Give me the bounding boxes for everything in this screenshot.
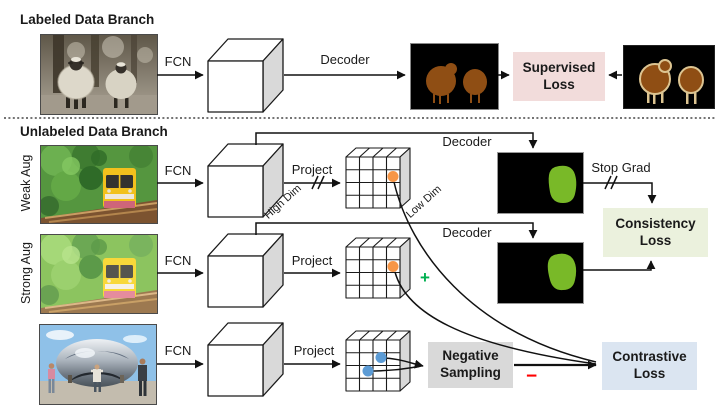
strong-aug-photo-illustration xyxy=(41,235,157,313)
strong-aug-photo xyxy=(40,234,158,314)
fcn-label-strong: FCN xyxy=(164,253,192,268)
negative-dot-line-1 xyxy=(380,357,424,369)
project-slash-marks xyxy=(311,175,325,190)
high-dim-label: High Dim xyxy=(262,182,304,222)
project-label-weak: Project xyxy=(291,162,333,177)
weak-aug-photo-illustration xyxy=(41,146,157,223)
negative-photo-illustration xyxy=(40,325,156,404)
positive-embedding-dot-strong xyxy=(387,261,399,272)
strong-pred-mask-illustration xyxy=(498,243,583,303)
fcn-cube-negative xyxy=(207,322,284,397)
contrastive-loss-box: Contrastive Loss xyxy=(602,342,697,390)
decoder-label-strong: Decoder xyxy=(442,225,492,240)
stop-grad-label: Stop Grad xyxy=(591,160,651,175)
sheep-photo-illustration xyxy=(41,35,157,114)
weak-pred-mask-illustration xyxy=(498,153,583,213)
predicted-sheep-mask-illustration xyxy=(411,44,498,109)
project-label-strong: Project xyxy=(291,253,333,268)
positive-embedding-dot-weak xyxy=(387,171,399,182)
consistency-loss-box: Consistency Loss xyxy=(603,208,708,257)
negative-embedding-dot-2 xyxy=(362,365,374,377)
labeled-branch-title: Labeled Data Branch xyxy=(20,12,155,27)
fcn-label-labeled: FCN xyxy=(164,54,192,69)
decoder-label-weak: Decoder xyxy=(442,134,492,149)
low-dim-label: Low Dim xyxy=(404,183,444,221)
fcn-label-weak: FCN xyxy=(164,163,192,178)
strong-to-consistency-elbow xyxy=(583,260,656,271)
positive-pair-sign: + xyxy=(420,268,430,287)
decoder-label-labeled: Decoder xyxy=(320,52,370,67)
negative-sampling-label: Negative Sampling xyxy=(440,348,501,380)
ground-truth-sheep-mask xyxy=(623,45,715,109)
unlabeled-branch-title: Unlabeled Data Branch xyxy=(20,124,168,139)
stop-grad-slash-marks xyxy=(604,175,618,190)
weak-aug-photo xyxy=(40,145,158,224)
sheep-input-photo xyxy=(40,34,158,115)
fcn-cube-strong xyxy=(207,233,284,308)
consistency-loss-label: Consistency Loss xyxy=(615,215,696,248)
negative-dot-line-2 xyxy=(367,365,420,372)
gt-sheep-mask-illustration xyxy=(624,46,714,108)
strong-pred-mask xyxy=(497,242,584,304)
fcn-label-negative: FCN xyxy=(164,343,192,358)
weak-aug-label: Weak Aug xyxy=(19,154,33,212)
contrastive-loss-label: Contrastive Loss xyxy=(612,349,687,381)
negative-sampling-box: Negative Sampling xyxy=(428,342,513,388)
negative-pair-sign: − xyxy=(526,366,538,387)
embedding-grid-weak xyxy=(345,147,411,209)
embedding-grid-negative xyxy=(345,330,411,392)
negative-embedding-dot-1 xyxy=(375,352,387,363)
fcn-cube-labeled xyxy=(207,38,284,113)
negative-sample-photo xyxy=(39,324,157,405)
embedding-grid-strong xyxy=(345,237,411,299)
predicted-sheep-mask xyxy=(410,43,499,110)
strong-aug-label: Strong Aug xyxy=(19,242,33,304)
supervised-loss-label: Supervised Loss xyxy=(522,59,596,92)
weak-pred-mask xyxy=(497,152,584,214)
supervised-loss-box: Supervised Loss xyxy=(513,52,605,101)
stop-grad-elbow xyxy=(583,182,657,204)
project-label-negative: Project xyxy=(293,343,335,358)
